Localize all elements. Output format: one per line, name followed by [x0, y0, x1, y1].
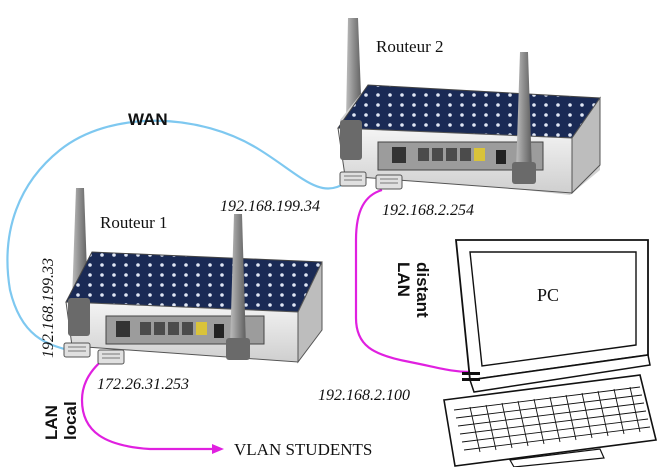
ethernet-plug-icon: [339, 171, 367, 187]
antenna-icon: [346, 18, 362, 120]
antenna-icon: [516, 52, 532, 172]
router2-label: Routeur 2: [376, 37, 444, 56]
router1-label: Routeur 1: [100, 213, 168, 232]
lan-distant-label-line2: distant: [413, 262, 432, 318]
wan-label: WAN: [128, 110, 168, 129]
arrow-icon: [212, 444, 224, 454]
ethernet-plug-icon: [97, 349, 125, 365]
pc-label: PC: [537, 285, 559, 305]
ethernet-plug-icon: [375, 174, 403, 190]
ethernet-plug-icon: [63, 342, 91, 358]
lan-distant-cable: [354, 188, 471, 374]
router2-lan-ip: 192.168.2.254: [382, 202, 474, 219]
lan-local-cable: [80, 357, 212, 451]
router1-lan-ip: 172.26.31.253: [97, 376, 189, 393]
lan-local-label-line1: LAN: [42, 405, 61, 440]
router-icon: [337, 18, 601, 195]
lan-local-label-line2: local: [61, 401, 80, 440]
vlan-label: VLAN STUDENTS: [234, 440, 372, 459]
router2-wan-ip: 192.168.199.34: [220, 198, 320, 215]
pc-ip: 192.168.2.100: [318, 387, 410, 404]
laptop-icon: [443, 239, 657, 467]
router-icon: [65, 188, 323, 364]
antenna-icon: [230, 214, 246, 348]
lan-distant-label-line1: LAN: [394, 262, 413, 297]
wan-cable: [6, 119, 346, 354]
router1-wan-ip: 192.168.199.33: [40, 258, 57, 358]
